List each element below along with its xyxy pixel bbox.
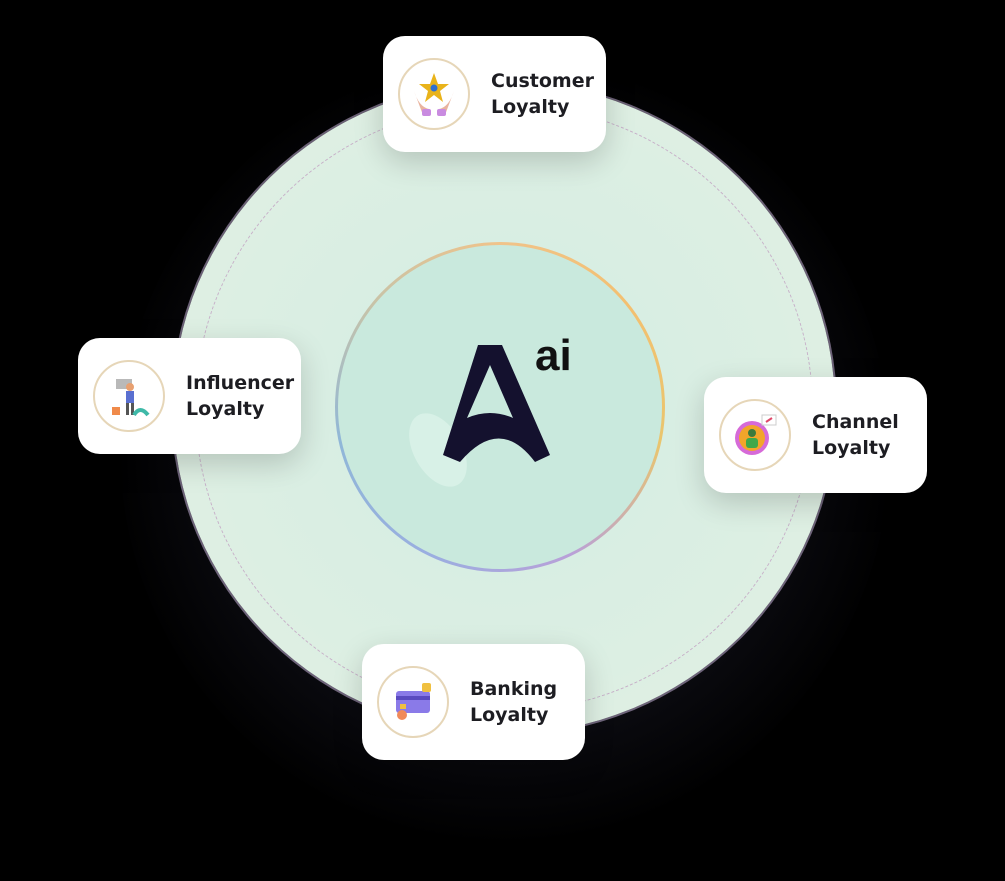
card-title-line1: Influencer [186, 372, 295, 394]
card-title-line1: Channel [812, 411, 899, 433]
credit-card-icon [377, 666, 449, 738]
card-title-line2: Loyalty [812, 437, 891, 459]
logo-ai-text: ai [535, 331, 572, 380]
inner-circle [338, 245, 662, 569]
card-title-line1: Banking [470, 678, 558, 700]
card-title-line2: Loyalty [491, 96, 570, 118]
hands-star-icon [398, 58, 470, 130]
card-title-line2: Loyalty [186, 398, 265, 420]
card-title-line1: Customer [491, 70, 594, 92]
megaphone-badge-icon [719, 399, 791, 471]
logo-a-icon [443, 345, 550, 462]
card-title-line2: Loyalty [470, 704, 549, 726]
influencer-icon [93, 360, 165, 432]
